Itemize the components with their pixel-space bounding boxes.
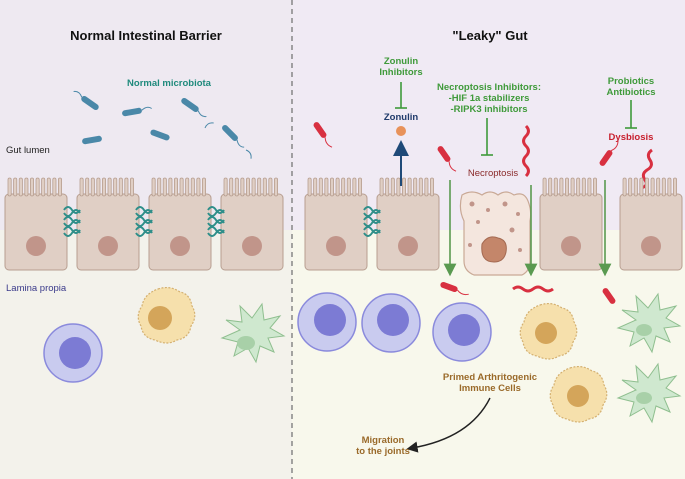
epithelial-cell (148, 177, 212, 271)
lamina-propia-background (0, 230, 685, 479)
left-panel-title: Normal Intestinal Barrier (70, 28, 222, 43)
normal-microbiota (73, 90, 252, 159)
epithelial-cell (539, 177, 603, 271)
primed-immune-cells-label: Primed Arthritogenic Immune Cells (442, 372, 538, 394)
migration-label: Migration to the joints (356, 435, 410, 457)
tight-junction (363, 206, 381, 237)
epithelial-cell (376, 177, 440, 271)
right-dendritic-cells (616, 292, 682, 424)
left-macrophage (137, 286, 196, 344)
necroptosis-inhibitors-label: Necroptosis Inhibitors: -HIF 1a stabiliz… (437, 82, 541, 115)
epithelial-cell (304, 177, 368, 271)
right-macrophages (519, 302, 608, 423)
migration-arrow (406, 397, 491, 453)
zonulin-release (393, 126, 409, 186)
lamina-propia-label: Lamina propia (6, 283, 67, 294)
left-dendritic-cell (220, 302, 286, 364)
normal-microbiota-label: Normal microbiota (127, 78, 211, 89)
right-epithelium (304, 177, 683, 271)
gut-lumen-label: Gut lumen (6, 145, 50, 156)
dysbiosis-label: Dysbiosis (608, 132, 654, 143)
pathobionts (313, 122, 653, 304)
left-epithelium (4, 177, 284, 271)
right-lymphocytes (297, 292, 492, 362)
left-lymphocyte (43, 323, 103, 383)
epithelial-cell (220, 177, 284, 271)
translocation-arrows (443, 180, 612, 277)
zonulin-label: Zonulin (383, 112, 419, 123)
epithelial-cell (76, 177, 140, 271)
right-panel-title: "Leaky" Gut (452, 28, 528, 43)
epithelial-cell (4, 177, 68, 271)
zonulin-inhibitors-label: Zonulin Inhibitors (379, 56, 423, 78)
epithelial-cell (619, 177, 683, 271)
probiotics-antibiotics-label: Probiotics Antibiotics (606, 76, 656, 98)
tight-junction (207, 206, 225, 237)
necroptotic-cell (459, 191, 532, 276)
necroptosis-label: Necroptosis (467, 168, 519, 179)
inhibition-markers (395, 82, 637, 156)
tight-junction (135, 206, 153, 237)
tight-junction (63, 206, 81, 237)
